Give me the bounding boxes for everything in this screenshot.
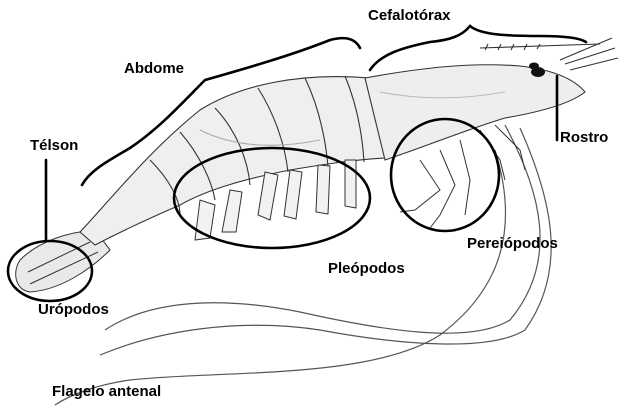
- label-flagelo-antenal: Flagelo antenal: [52, 384, 161, 399]
- label-pereiopodos: Pereiópodos: [467, 236, 558, 251]
- label-rostro: Rostro: [560, 130, 608, 145]
- label-telson: Télson: [30, 138, 78, 153]
- label-pleopodos: Pleópodos: [328, 261, 405, 276]
- label-abdome: Abdome: [124, 61, 184, 76]
- cefalotorax-bracket: [370, 26, 586, 70]
- label-cefalotorax: Cefalotórax: [368, 8, 451, 23]
- label-uropodos: Urópodos: [38, 302, 109, 317]
